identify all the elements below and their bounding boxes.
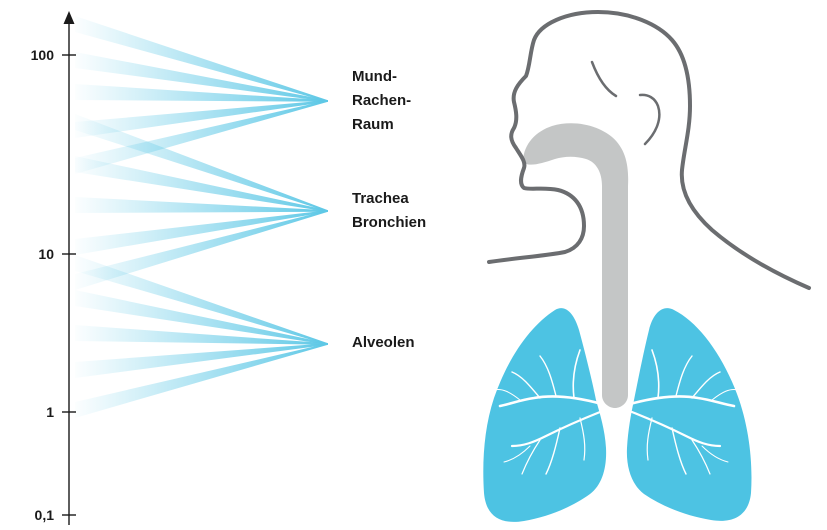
- region-labels: Mund- Rachen- Raum Trachea Bronchien Alv…: [352, 68, 426, 351]
- tick-label-1: 1: [46, 404, 54, 420]
- label-alveoli: Alveolen: [352, 334, 415, 351]
- ray-mouth-throat-3: [75, 84, 328, 102]
- tick-label-10: 10: [38, 246, 54, 262]
- right-lung: [627, 308, 752, 521]
- deposition-rays: [75, 16, 328, 418]
- arrow-up-icon: [64, 11, 75, 24]
- size-axis: 100 10 1 0,1: [31, 11, 76, 525]
- left-lung: [483, 308, 606, 522]
- tick-label-100: 100: [31, 47, 55, 63]
- label-mouth-throat-line-3: Raum: [352, 116, 394, 133]
- label-mouth-throat-line-2: Rachen-: [352, 92, 411, 109]
- tick-label-0-1: 0,1: [35, 507, 55, 523]
- label-trachea-line-2: Bronchien: [352, 214, 426, 231]
- label-mouth-throat-line-1: Mund-: [352, 68, 397, 85]
- ray-alveoli-3: [75, 325, 328, 345]
- label-trachea-line-1: Trachea: [352, 190, 409, 207]
